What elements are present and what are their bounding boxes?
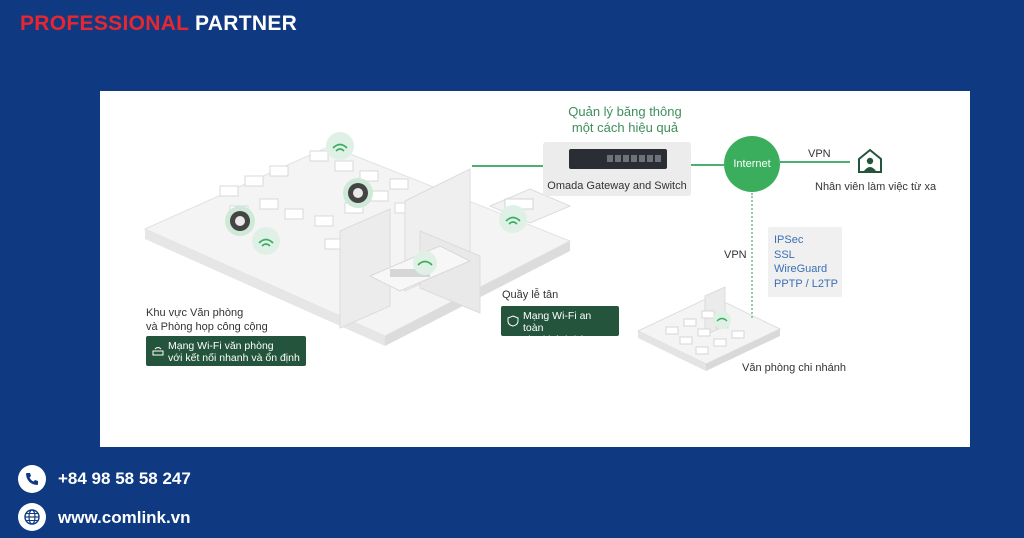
line-internet-branch <box>751 193 753 318</box>
branch-office-label: Văn phòng chi nhánh <box>742 362 846 374</box>
office-wifi-badge: Mạng Wi-Fi văn phòng với kết nối nhanh v… <box>146 336 306 366</box>
wifi-router-icon <box>152 347 164 356</box>
mgmt-title: Quản lý băng thông một cách hiệu quả <box>568 104 682 135</box>
vpn-remote-label: VPN <box>808 148 831 160</box>
line-office-gateway <box>472 165 543 167</box>
protocol-item: SSL <box>774 248 795 261</box>
brand-professional: PROFESSIONAL <box>20 12 189 35</box>
gateway-label: Omada Gateway and Switch <box>547 180 687 192</box>
reception-wifi-badge: Mạng Wi-Fi an toàn cho khách hàng <box>501 306 619 346</box>
globe-icon <box>18 503 46 531</box>
protocol-item: IPSec <box>774 234 804 246</box>
protocol-item: PPTP / L2TP <box>774 277 838 290</box>
vpn-branch-label: VPN <box>724 249 747 261</box>
brand-partner: PARTNER <box>195 12 298 35</box>
phone-icon <box>18 465 46 493</box>
shield-icon <box>507 315 519 327</box>
vpn-protocols: IPSec SSL WireGuard PPTP / L2TP <box>768 227 842 297</box>
protocol-item: WireGuard <box>774 263 828 275</box>
line-internet-remote <box>780 161 850 163</box>
website-link[interactable]: www.comlink.vn <box>58 508 191 527</box>
brand-title: PROFESSIONAL PARTNER <box>20 12 297 36</box>
office-illustration <box>143 132 782 371</box>
line-gateway-internet <box>691 164 724 166</box>
home-worker-icon <box>858 148 882 173</box>
office-area-label: Khu vực Văn phòng và Phòng họp công cộng <box>146 307 268 333</box>
remote-worker-label: Nhân viên làm việc từ xa <box>815 181 937 193</box>
switch-icon <box>569 149 667 169</box>
reception-label: Quầy lễ tân <box>502 289 559 301</box>
internet-node: Internet <box>724 136 780 192</box>
phone-number[interactable]: +84 98 58 58 247 <box>58 469 191 488</box>
